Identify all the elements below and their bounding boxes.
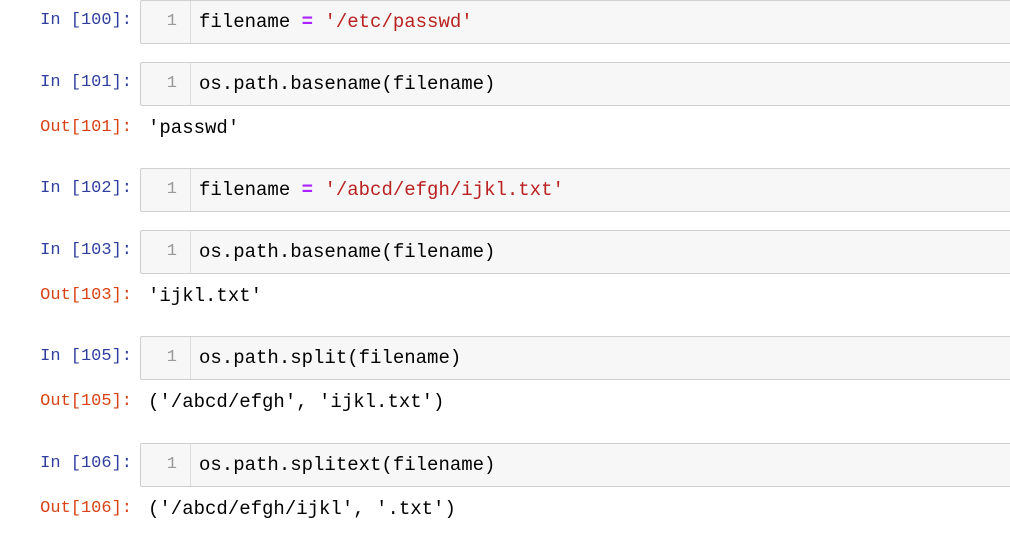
line-number: 1: [141, 169, 191, 211]
code-text: filename: [199, 11, 302, 33]
line-number: 1: [141, 337, 191, 379]
line-number: 1: [141, 444, 191, 486]
in-prompt: In [102]:: [40, 179, 132, 198]
line-number: 1: [141, 1, 191, 43]
assignment-operator: =: [301, 179, 314, 201]
in-prompt: In [101]:: [40, 73, 132, 92]
code-input-area[interactable]: 1 os.path.basename(filename): [140, 62, 1010, 106]
code-input-area[interactable]: 1 filename = '/etc/passwd': [140, 0, 1010, 44]
out-prompt: Out[105]:: [40, 392, 132, 411]
line-number: 1: [141, 63, 191, 105]
code-input-area[interactable]: 1 filename = '/abcd/efgh/ijkl.txt': [140, 168, 1010, 212]
code-line[interactable]: os.path.basename(filename): [199, 241, 496, 263]
assignment-operator: =: [301, 11, 314, 33]
cell-output: 'passwd': [148, 117, 240, 139]
string-literal: '/abcd/efgh/ijkl.txt': [324, 179, 564, 201]
code-line[interactable]: os.path.split(filename): [199, 347, 462, 369]
in-prompt: In [105]:: [40, 347, 132, 366]
code-input-area[interactable]: 1 os.path.split(filename): [140, 336, 1010, 380]
in-prompt: In [106]:: [40, 454, 132, 473]
out-prompt: Out[101]:: [40, 118, 132, 137]
code-text: filename: [199, 179, 302, 201]
cell-output: 'ijkl.txt': [148, 285, 263, 307]
out-prompt: Out[106]:: [40, 499, 132, 518]
code-text: [313, 179, 324, 201]
string-literal: '/etc/passwd': [324, 11, 473, 33]
cell-output: ('/abcd/efgh', 'ijkl.txt'): [148, 391, 445, 413]
code-input-area[interactable]: 1 os.path.basename(filename): [140, 230, 1010, 274]
code-line[interactable]: filename = '/etc/passwd': [199, 1, 473, 43]
in-prompt: In [100]:: [40, 11, 132, 30]
in-prompt: In [103]:: [40, 241, 132, 260]
code-text: [313, 11, 324, 33]
code-line[interactable]: os.path.splitext(filename): [199, 454, 496, 476]
out-prompt: Out[103]:: [40, 286, 132, 305]
code-line[interactable]: os.path.basename(filename): [199, 73, 496, 95]
code-input-area[interactable]: 1 os.path.splitext(filename): [140, 443, 1010, 487]
cell-output: ('/abcd/efgh/ijkl', '.txt'): [148, 498, 456, 520]
line-number: 1: [141, 231, 191, 273]
code-line[interactable]: filename = '/abcd/efgh/ijkl.txt': [199, 169, 564, 211]
